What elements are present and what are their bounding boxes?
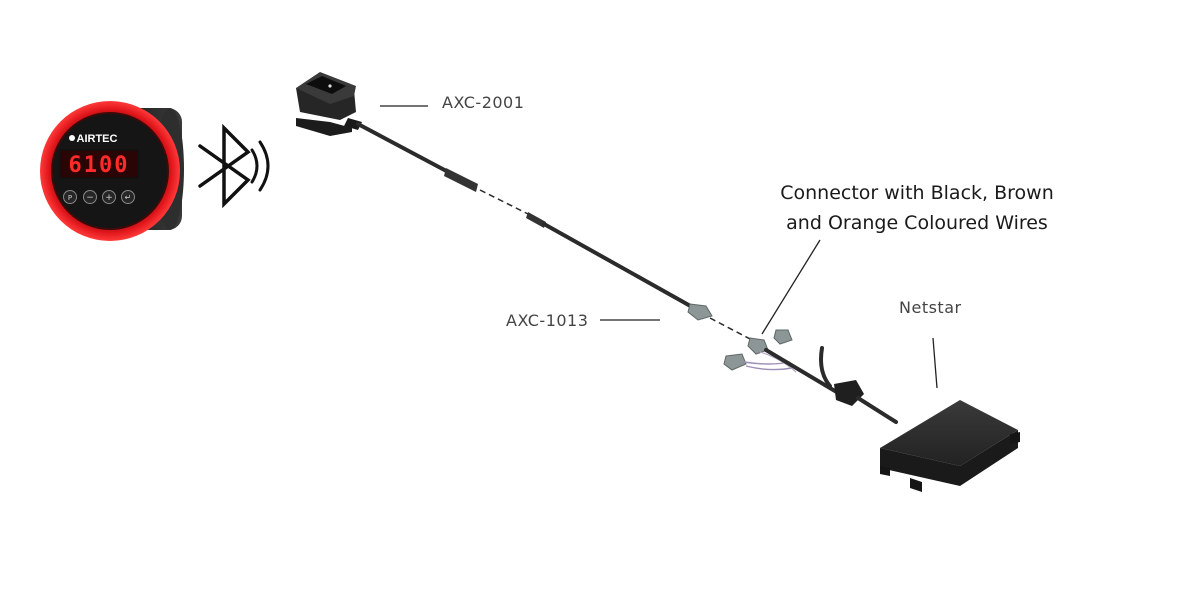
gauge-button-plus[interactable]: + [102,190,116,204]
leader-connector [761,239,821,335]
gauge-brand-mark [69,135,75,141]
module-led [328,84,332,88]
label-axc-2001: AXC-2001 [442,93,525,112]
svg-text:+: + [105,193,113,203]
axc-2001-module [296,72,362,136]
harness-connector-left [723,353,747,371]
cable-break-1 [479,189,529,215]
netstar-foot-left [880,466,890,476]
leader-lines [380,105,938,389]
svg-text:P: P [68,194,72,202]
cable-break-2 [709,317,753,341]
airtec-gauge: AIRTEC 6100 P − + ↵ [40,101,184,241]
netstar-box-front [880,430,1018,486]
label-connector-line2: and Orange Coloured Wires [786,212,1048,234]
gauge-brand: AIRTEC [77,133,118,145]
y-splitter [834,380,864,406]
module-strain-relief [344,118,362,130]
inline-connector-female [526,212,546,228]
label-connector: Connector with Black, Brown and Orange C… [752,178,1082,238]
gauge-rim [51,112,169,230]
label-axc-1013: AXC-1013 [506,311,589,330]
cable-assembly [356,122,898,424]
netstar-foot-right [910,478,922,492]
label-connector-line1: Connector with Black, Brown [780,182,1054,204]
cable-segment-4 [856,396,898,424]
cable-segment-3 [764,348,842,396]
label-netstar: Netstar [899,298,962,317]
svg-text:−: − [86,193,94,203]
cable-branch-up [819,346,832,388]
gauge-button-minus[interactable]: − [83,190,97,204]
axc-1013-plug [687,303,713,321]
module-mount-base [296,118,352,136]
cable-segment-1 [356,122,454,176]
netstar-unit [880,400,1020,492]
netstar-box-top [880,400,1018,466]
gauge-display-value: 6100 [69,153,130,178]
gauge-display [59,149,139,179]
cable-segment-2 [542,222,696,310]
module-face [306,76,346,94]
svg-text:↵: ↵ [125,193,132,202]
netstar-foot-back [1010,432,1020,444]
gauge-button-enter[interactable]: ↵ [121,190,135,204]
inline-connector-male [444,168,478,192]
gauge-buttons: P − + ↵ [63,190,135,204]
gauge-button-p[interactable]: P [63,190,77,204]
leader-netstar [932,337,938,389]
harness-connector-spare [773,329,793,345]
bluetooth-icon [198,123,270,209]
